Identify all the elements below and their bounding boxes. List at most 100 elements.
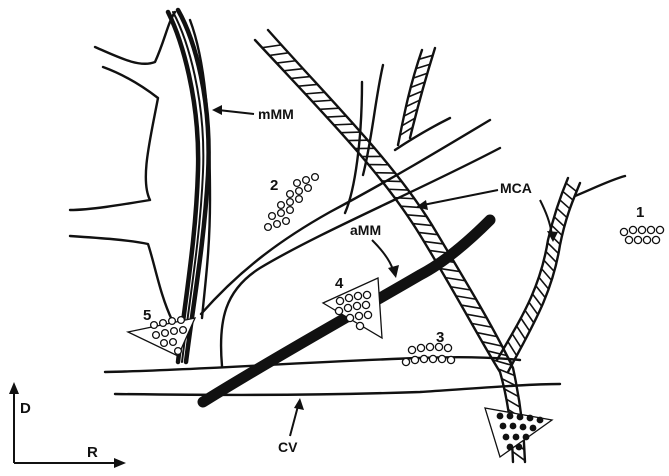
mca-hatch-stroke (525, 310, 534, 323)
mca-hatch-stroke (262, 45, 281, 48)
site-1-ring (643, 236, 650, 243)
middle-vessel-outline-a (201, 120, 490, 314)
site-5-ring (169, 318, 176, 325)
mca-vessels (255, 30, 625, 462)
mca-hatch-stroke (544, 260, 554, 271)
site-1-circles (620, 226, 663, 243)
site-3-label: 3 (436, 329, 444, 346)
amm-arrowhead (388, 265, 399, 278)
site-6-dot (507, 444, 514, 451)
site-2-ring (287, 199, 294, 206)
site-5-ring (180, 327, 187, 334)
mca-hatch-stroke (277, 61, 296, 63)
site-3-ring (420, 355, 427, 362)
mca-hatch-stroke (560, 200, 570, 209)
mca-hatch-stroke (566, 183, 577, 192)
site-1-ring (656, 226, 663, 233)
site-1-ring (634, 236, 641, 243)
mca-hatch-stroke (533, 294, 542, 306)
site-4-ring (335, 307, 342, 314)
mca-hatch-stroke (503, 349, 512, 364)
site-2-ring (283, 218, 290, 225)
site-5-ring (171, 328, 178, 335)
site-2-ring (287, 191, 294, 198)
mca-hatch-stroke (382, 181, 402, 182)
mca-hatch-stroke (440, 269, 460, 272)
mca-hatch-stroke (548, 243, 559, 254)
mca-hatch-stroke (313, 100, 332, 101)
axis-horizontal-arrowhead (114, 458, 126, 468)
site-1-ring (638, 226, 645, 233)
mca-hatch-stroke (517, 326, 526, 339)
site-3-ring (438, 355, 445, 362)
mca-hatch-stroke (388, 189, 408, 190)
orientation-axes: D R (9, 382, 126, 468)
upper-branch-outline-b (363, 65, 383, 175)
site-5-ring (178, 317, 185, 324)
site-2-ring (296, 196, 303, 203)
site-6-dot (520, 424, 527, 431)
cv-outline-top (105, 357, 520, 372)
cv-label: CV (278, 439, 298, 455)
site-4-ring (364, 311, 371, 318)
amm-arrow-line (372, 240, 393, 270)
site-3-ring (429, 355, 436, 362)
axis-vertical-arrowhead (9, 382, 19, 394)
site-6-dot (516, 444, 523, 451)
mca-hatch-stroke (521, 318, 530, 331)
mca-hatch-stroke (327, 116, 347, 117)
cv-outline-bottom (115, 384, 560, 395)
site-2-ring (305, 185, 312, 192)
site-3-ring (402, 358, 409, 365)
site-6-dot (537, 417, 544, 424)
site-4-label: 4 (335, 275, 344, 292)
axis-d-label: D (20, 400, 31, 417)
mca-hatch-stroke (513, 451, 525, 460)
amm-label: aMM (350, 222, 381, 238)
site-5-ring (175, 348, 182, 355)
mca-hatch-stroke (320, 108, 339, 109)
mca-main-hatching (262, 45, 525, 461)
mca-hatch-stroke (546, 251, 557, 262)
mca-hatch-stroke (563, 191, 573, 200)
site-1-ring (652, 236, 659, 243)
site-1-ring (620, 228, 627, 235)
site-5-ring (170, 339, 177, 346)
mca-hatch-stroke (305, 92, 324, 94)
cv-arrowhead (294, 398, 304, 410)
site-3-ring (408, 346, 415, 353)
mca-hatch-stroke (508, 341, 517, 355)
site-4-ring (354, 292, 361, 299)
site-2-ring (278, 202, 285, 209)
mca-hatch-stroke (536, 286, 545, 298)
site-5-ring (151, 322, 158, 329)
site-6-dot (527, 415, 534, 422)
mca-hatch-stroke (284, 69, 303, 71)
site-6-dot (513, 434, 520, 441)
site-1-ring (625, 236, 632, 243)
site-3-ring (444, 344, 451, 351)
mca-hatch-stroke (512, 334, 521, 348)
mmm-arrow-line (218, 110, 254, 114)
site-3-ring (426, 343, 433, 350)
mca-hatch-stroke (539, 277, 549, 289)
site-6-dot (510, 423, 517, 430)
site-6-dot (503, 434, 510, 441)
site-6-dot (500, 423, 507, 430)
mca-hatch-stroke (334, 124, 354, 125)
site-2-label: 2 (270, 177, 278, 194)
cv-arrow-line (290, 406, 298, 436)
left-vessel-outline-c (70, 236, 172, 320)
site-2-ring (312, 174, 319, 181)
site-5-label: 5 (143, 307, 151, 324)
mca-hatch-stroke (291, 77, 310, 79)
mca-hatch-stroke (269, 53, 288, 56)
mca-hatch-stroke (413, 224, 433, 226)
site-2-ring (287, 207, 294, 214)
site-4-ring (344, 304, 351, 311)
mca-main-edge-a (255, 40, 513, 462)
site-5-ring (160, 320, 167, 327)
site-6-dot (497, 413, 504, 420)
site-2-ring (294, 180, 301, 187)
